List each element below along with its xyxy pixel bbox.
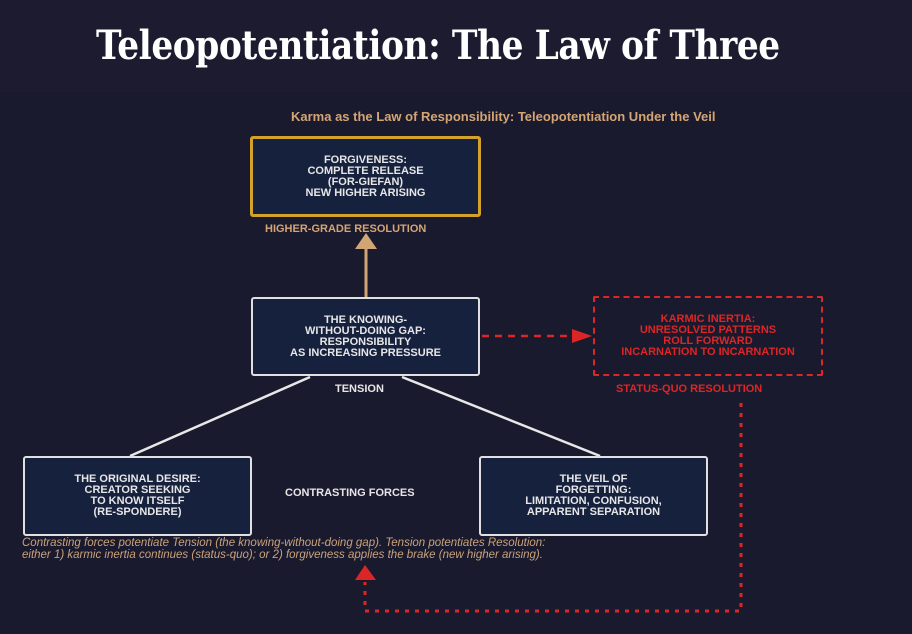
edge-karmic-loop	[363, 403, 743, 613]
status-quo-resolution-label: STATUS-QUO RESOLUTION	[616, 383, 763, 395]
node-line: APPARENT SEPARATION	[526, 506, 661, 518]
node-line: THE KNOWING-	[323, 313, 408, 326]
node-line: INCARNATION TO INCARNATION	[621, 346, 795, 358]
node-line: UNRESOLVED PATTERNS	[639, 324, 777, 336]
node-line: FORGIVENESS:	[323, 153, 408, 166]
node-line: TO KNOW ITSELF	[90, 495, 185, 507]
node-line: WITHOUT-DOING GAP:	[304, 324, 426, 337]
page-title: Teleopotentiation: The Law of Three	[96, 22, 780, 69]
diagram-title: Karma as the Law of Responsibility: Tele…	[291, 109, 716, 124]
diagram-caption: Contrasting forces potentiate Tension (t…	[22, 537, 546, 561]
node-line: THE VEIL OF	[559, 473, 628, 485]
node-line: (RE-SPONDERE)	[93, 506, 182, 518]
node-line: RESPONSIBILITY	[319, 335, 412, 348]
caption-line: either 1) karmic inertia continues (stat…	[22, 548, 543, 561]
node-original-desire: THE ORIGINAL DESIRE: CREATOR SEEKING TO …	[23, 456, 252, 536]
edge-veil-to-tension	[401, 375, 601, 458]
node-line: AS INCREASING PRESSURE	[290, 346, 441, 359]
tension-label: TENSION	[335, 383, 384, 395]
node-forgiveness: FORGIVENESS: COMPLETE RELEASE (FOR-GIEFA…	[250, 136, 481, 217]
node-line: FORGETTING:	[555, 484, 632, 496]
arrowhead-loop-up-icon	[355, 565, 376, 580]
contrasting-forces-label: CONTRASTING FORCES	[285, 487, 415, 499]
higher-grade-resolution-label: HIGHER-GRADE RESOLUTION	[265, 223, 427, 235]
node-line: CREATOR SEEKING	[84, 484, 191, 496]
node-line: NEW HIGHER ARISING	[305, 186, 426, 199]
node-line: ROLL FORWARD	[663, 335, 753, 347]
node-line: (FOR-GIEFAN)	[327, 175, 404, 188]
arrowhead-up-icon	[355, 233, 377, 249]
node-veil-of-forgetting: THE VEIL OF FORGETTING: LIMITATION, CONF…	[479, 456, 708, 536]
node-line: LIMITATION, CONFUSION,	[525, 495, 662, 507]
edge-desire-to-tension	[129, 375, 311, 458]
node-line: COMPLETE RELEASE	[307, 164, 424, 177]
node-tension: THE KNOWING- WITHOUT-DOING GAP: RESPONSI…	[251, 297, 480, 376]
arrowhead-right-icon	[572, 329, 592, 343]
node-line: THE ORIGINAL DESIRE:	[74, 473, 201, 485]
node-karmic-inertia: KARMIC INERTIA: UNRESOLVED PATTERNS ROLL…	[593, 296, 823, 376]
caption-line: Contrasting forces potentiate Tension (t…	[22, 537, 546, 549]
node-line: KARMIC INERTIA:	[660, 313, 756, 325]
